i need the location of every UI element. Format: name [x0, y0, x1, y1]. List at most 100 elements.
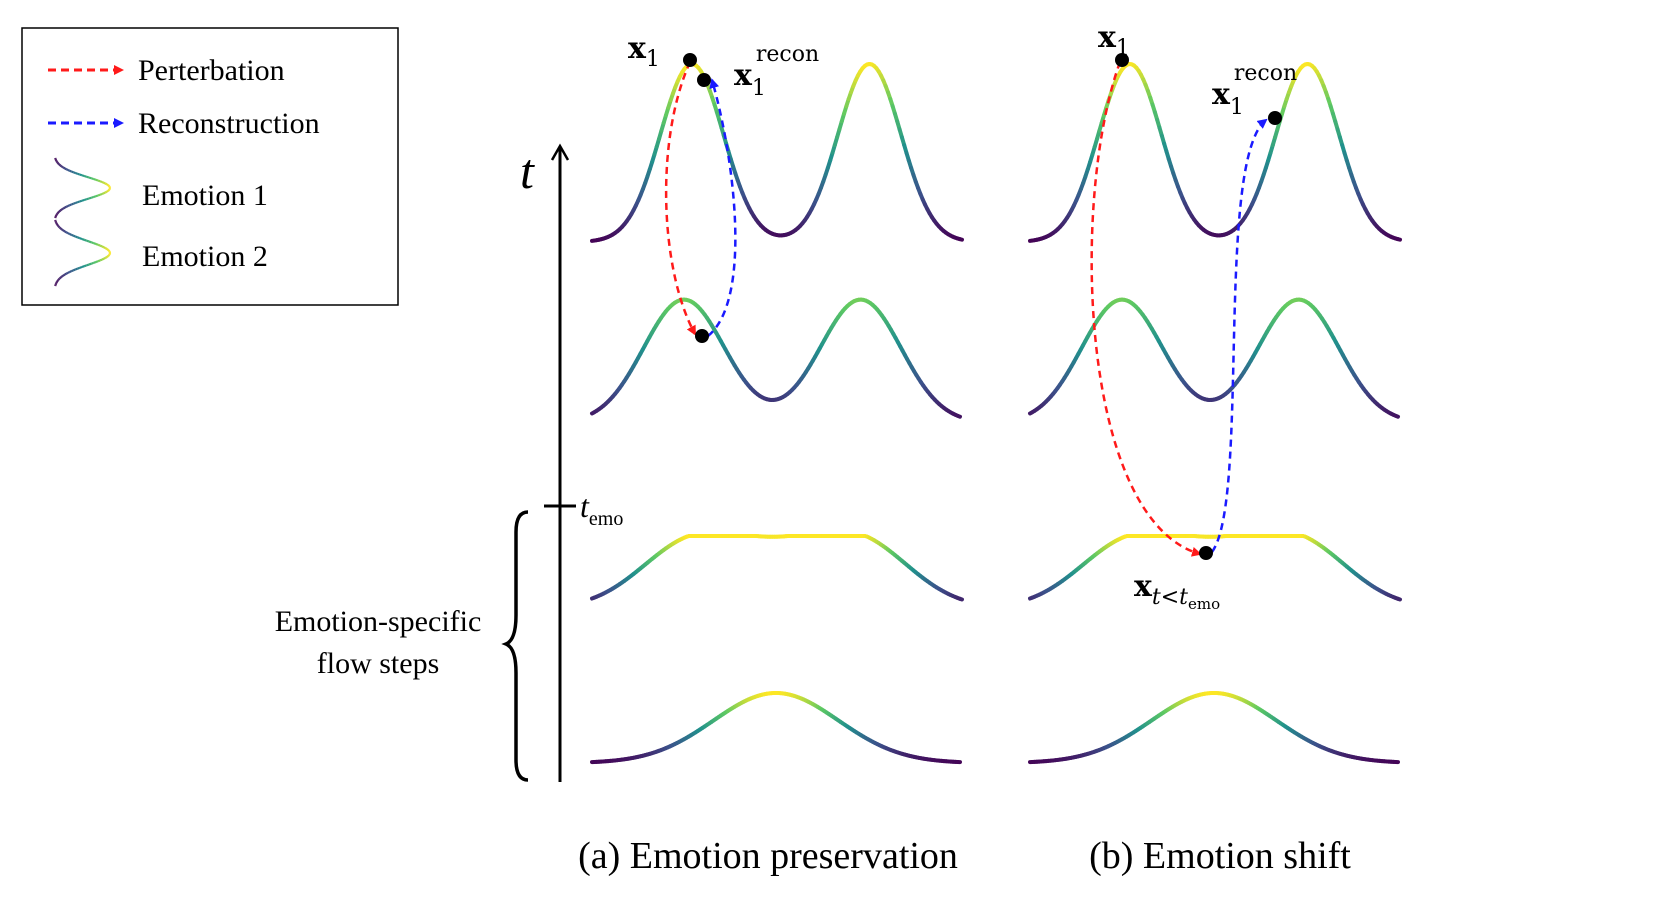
legend-swatch-segment	[64, 230, 67, 234]
legend-swatch-segment	[106, 183, 109, 186]
legend-swatch-segment	[90, 195, 94, 199]
panel-b-x1-point	[1115, 53, 1129, 67]
legend-swatch-segment	[106, 190, 109, 193]
legend-swatch-segment	[107, 248, 110, 252]
legend-swatch-segment	[60, 275, 64, 278]
legend-swatch-segment	[63, 273, 66, 277]
math-labels: x1 x1recon x1 x1recon xt<temo	[628, 20, 1297, 613]
legend-swatch-segment	[65, 271, 69, 275]
time-axis-label: t	[520, 143, 535, 199]
legend-swatch-segment	[77, 172, 80, 176]
legend-swatch-segment	[74, 235, 78, 239]
panel-b-reconstruction-arrow	[1210, 118, 1268, 553]
legend-swatch-segment	[61, 166, 65, 169]
legend-swatch-segment	[101, 180, 105, 184]
legend-swatch-segment	[61, 207, 65, 210]
legend-swatch-segment	[103, 246, 106, 250]
t-emo-sub: emo	[589, 508, 623, 530]
legend-swatch-segment	[86, 263, 90, 267]
curve-segment	[1393, 413, 1400, 419]
legend-swatch-segment	[69, 270, 72, 273]
legend-swatch-segment	[67, 232, 71, 236]
legend-swatch-segment	[65, 205, 69, 208]
legend-swatch-segment	[79, 199, 83, 203]
legend-swatch-segment	[67, 168, 71, 172]
legend-swatch-segment	[77, 200, 80, 204]
legend-swatch-segment	[107, 254, 110, 258]
legend-swatch-segment	[60, 228, 64, 231]
legend-swatch-segment	[95, 194, 99, 198]
caption-a: (a) Emotion preservation	[578, 835, 958, 877]
legend-swatch-segment	[65, 168, 69, 171]
legend-swatch-segment	[74, 171, 78, 175]
legend-swatch-segment	[59, 227, 63, 230]
legend-swatch-segment	[107, 188, 111, 191]
legend-swatch-segment	[55, 223, 59, 226]
time-axis: t temo	[520, 143, 623, 782]
legend-swatch-segment	[83, 264, 87, 268]
panel-b-xt-label: xt<temo	[1134, 569, 1220, 613]
legend-swatch-segment	[97, 179, 101, 183]
legend-swatch-segment	[88, 196, 92, 200]
legend-swatch-segment	[107, 184, 110, 187]
panel-a-arrows	[664, 61, 737, 337]
legend-swatch-segment	[72, 268, 76, 272]
legend-emotion2-label: Emotion 2	[142, 240, 268, 273]
legend-swatch-segment	[86, 175, 90, 179]
legend-swatch-segment	[86, 197, 90, 201]
legend-swatch-segment	[97, 259, 101, 263]
legend-swatch-segment	[81, 237, 85, 241]
legend-swatch-segment	[88, 240, 92, 244]
legend-swatch-segment	[104, 190, 108, 194]
legend-swatch-segment	[56, 279, 59, 282]
panel-b-curve-t2	[1028, 297, 1400, 419]
legend-swatch-segment	[58, 163, 62, 167]
legend-swatch-segment	[97, 243, 101, 247]
legend-swatch-segment	[103, 256, 106, 260]
legend-swatch-segment	[101, 192, 105, 196]
panel-b-x1-label: x1	[1098, 20, 1130, 61]
panel-a-curve-t2	[590, 297, 962, 419]
legend-swatch-segment	[88, 262, 92, 266]
legend-swatch-segment	[83, 174, 87, 178]
legend-swatch-segment	[72, 234, 76, 238]
legend-swatch-segment	[93, 195, 97, 199]
legend-swatch-segment	[60, 208, 64, 211]
legend-viridis-swatch	[54, 157, 112, 287]
legend-swatch-segment	[79, 237, 83, 241]
legend-swatch-segment	[57, 278, 60, 281]
legend-frame	[21, 27, 399, 306]
legend-swatch-segment	[65, 231, 69, 235]
panel-b-xt-point	[1199, 546, 1213, 560]
legend-swatch-segment	[56, 161, 59, 164]
legend-swatch-segment	[59, 276, 63, 279]
legend-swatch-segment	[63, 206, 66, 210]
curve-segment	[1395, 237, 1402, 242]
legend-swatch-segment	[70, 233, 74, 237]
legend-swatch-segment	[74, 267, 78, 271]
legend-swatch-segment	[83, 198, 87, 202]
legend-swatch-segment	[56, 161, 59, 164]
side-label-line2: flow steps	[317, 647, 440, 680]
curve-segment	[957, 596, 964, 602]
legend-swatch-segment	[101, 245, 105, 249]
legend-swatch-segment	[90, 177, 94, 181]
legend-swatch-segment	[93, 261, 97, 264]
emotion-specific-brace: Emotion-specific flow steps	[275, 510, 529, 782]
legend-swatch-segment	[93, 242, 97, 245]
legend-swatch-segment	[107, 253, 111, 257]
time-axis-arrowhead	[550, 143, 570, 161]
points	[683, 53, 1282, 560]
legend-swatch-segment	[83, 238, 87, 242]
panel-b-curve-t4	[1028, 691, 1400, 765]
legend-swatch-segment	[67, 270, 71, 274]
panel-a-x1-recon-label: x1recon	[734, 42, 819, 101]
panel-b-x1-recon-point	[1268, 111, 1282, 125]
legend-swatch-segment	[77, 236, 81, 240]
legend-swatch-segment	[57, 162, 60, 165]
legend-swatch-segment	[101, 257, 105, 261]
panel-a-x1-label: x1	[628, 31, 660, 72]
legend-swatch-segment	[95, 178, 99, 182]
panel-a-x1-point	[683, 53, 697, 67]
